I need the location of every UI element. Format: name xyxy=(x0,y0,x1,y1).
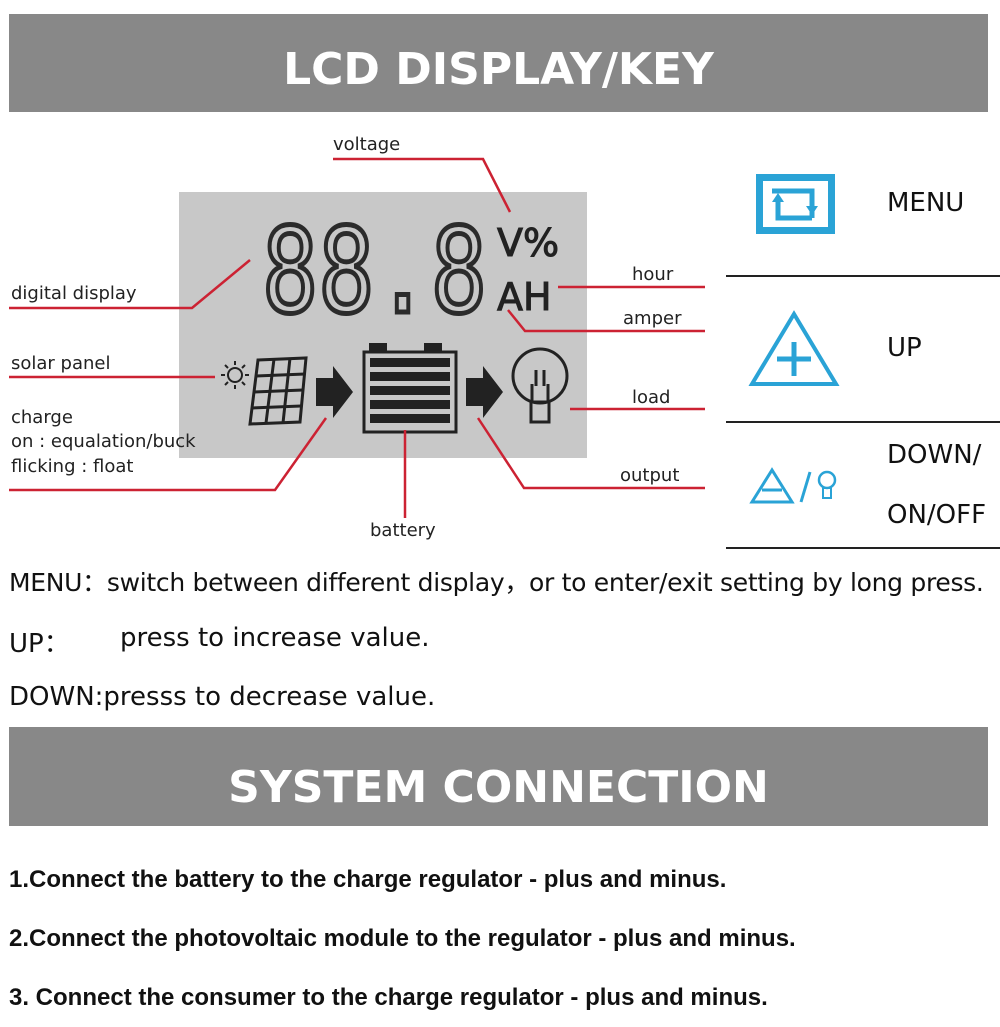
callout-line-voltage xyxy=(333,157,512,213)
desc-up-text: press to increase value. xyxy=(120,623,430,653)
key-label-menu: MENU xyxy=(887,188,965,218)
arrow-right-icon xyxy=(466,366,503,418)
label-battery: battery xyxy=(370,520,436,541)
label-digital-display: digital display xyxy=(11,283,137,304)
step-3: 3. Connect the consumer to the charge re… xyxy=(9,984,768,1011)
key-label-up: UP xyxy=(887,333,922,363)
desc-down: DOWN:presss to decrease value. xyxy=(9,682,436,712)
label-hour: hour xyxy=(632,264,674,285)
bulb-icon xyxy=(511,347,569,424)
callout-line-charge xyxy=(9,417,328,492)
sun-icon xyxy=(221,361,249,389)
step-1: 1.Connect the battery to the charge regu… xyxy=(9,866,727,893)
key-label-onoff: ON/OFF xyxy=(887,500,987,530)
label-load: load xyxy=(632,387,671,408)
battery-icon xyxy=(362,343,458,434)
key-label-down: DOWN/ xyxy=(887,440,982,470)
arrow-right-icon xyxy=(316,366,353,418)
label-voltage: voltage xyxy=(333,134,401,155)
label-charge: charge xyxy=(11,407,73,428)
down-key-icon xyxy=(749,467,837,504)
up-key-icon xyxy=(748,310,840,386)
label-solar-panel: solar panel xyxy=(11,353,111,374)
banner-lcd-display-key: LCD DISPLAY/KEY xyxy=(9,14,988,112)
lcd-digits: 88.8 xyxy=(262,202,487,340)
callout-line-digital-display xyxy=(9,259,251,310)
desc-up-key: UP： xyxy=(9,629,70,659)
solar-panel-icon xyxy=(248,356,308,426)
callout-line-output xyxy=(476,417,705,490)
label-output: output xyxy=(620,465,680,486)
menu-key-icon xyxy=(756,174,835,234)
desc-menu: MENU：switch between different display，or… xyxy=(9,568,984,597)
lcd-unit-v: V% xyxy=(497,221,559,265)
lcd-unit-ah: AH xyxy=(497,275,552,319)
callout-line-amper xyxy=(507,309,705,333)
banner-system-connection: SYSTEM CONNECTION xyxy=(9,727,988,826)
label-charge-flicking: flicking : float xyxy=(11,456,134,477)
step-2: 2.Connect the photovoltaic module to the… xyxy=(9,925,796,952)
label-charge-on: on : equalation/buck xyxy=(11,431,196,452)
label-amper: amper xyxy=(623,308,682,329)
